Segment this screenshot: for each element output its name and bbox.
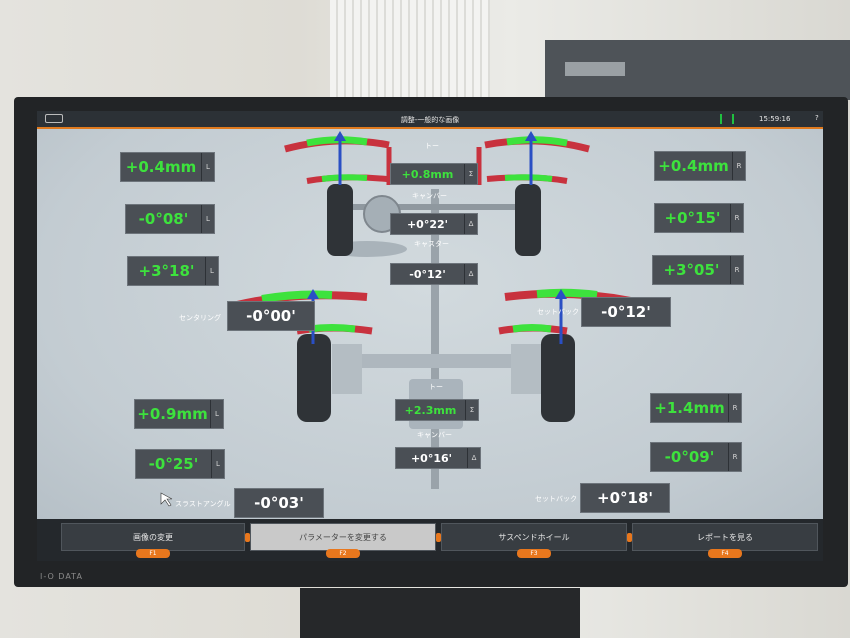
- separator: [436, 533, 441, 542]
- front-left-wheel: [327, 184, 353, 256]
- gauge-fr-toe-good: [506, 136, 568, 147]
- rear-setback-value: +0°18': [580, 483, 670, 513]
- separator: [245, 533, 250, 542]
- gauge-rl-camber-good: [308, 324, 356, 333]
- f4-key-tag: F4: [708, 549, 742, 558]
- change-image-button[interactable]: 画像の変更 F1: [61, 523, 245, 558]
- f1-key-tag: F1: [136, 549, 170, 558]
- rear-setback-label: セットバック: [535, 495, 577, 503]
- rear-left-suspension: [332, 344, 362, 394]
- rear-total-toe: +2.3mm Σ: [395, 399, 479, 421]
- rear-toe-label: トー: [429, 383, 443, 391]
- gauge-rr-camber-good: [512, 324, 552, 333]
- rear-right-wheel: [541, 334, 575, 422]
- app-logo-icon: [45, 114, 63, 123]
- centering-value: -0°00': [227, 301, 315, 331]
- front-axle: [337, 204, 537, 210]
- front-right-wheel: [515, 184, 541, 256]
- window-blind: [330, 0, 490, 100]
- front-toe-label: トー: [425, 142, 439, 150]
- centering-label: センタリング: [179, 314, 221, 322]
- suspend-wheel-button[interactable]: サスペンドホイール F3: [441, 523, 627, 558]
- view-report-button[interactable]: レポートを見る F4: [632, 523, 818, 558]
- rear-left-camber: -0°25' L: [135, 449, 225, 479]
- front-setback-value: -0°12': [581, 297, 671, 327]
- rear-right-camber: -0°09' R: [650, 442, 742, 472]
- rear-right-suspension: [511, 344, 541, 394]
- arrow-rl-head: [307, 289, 319, 299]
- chassis-diagram: [160, 131, 632, 507]
- gauge-rl-toe-good: [261, 290, 333, 303]
- front-caster-diff: -0°12' Δ: [390, 263, 478, 285]
- front-camber-diff: +0°22' Δ: [390, 213, 478, 235]
- gauge-rr-toe-good: [536, 288, 598, 299]
- front-caster-label: キャスター: [414, 240, 449, 248]
- alignment-app-screen: 調整-一般的な画像 15:59:16 ?: [37, 111, 823, 561]
- thrust-angle-label: スラストアングル: [175, 500, 231, 508]
- front-left-camber: -0°08' L: [125, 204, 215, 234]
- rear-left-toe: +0.9mm L: [134, 399, 224, 429]
- arrow-fr-head: [525, 131, 537, 141]
- help-button[interactable]: ?: [815, 114, 819, 122]
- clock: 15:59:16: [759, 115, 791, 123]
- lift-status-icon: [720, 114, 734, 124]
- function-key-bar: 画像の変更 F1 パラメーターを変更する F2 サスペンドホイール F3 レポー…: [37, 519, 823, 561]
- front-left-caster: +3°18' L: [127, 256, 219, 286]
- monitor-stand: [300, 588, 580, 638]
- wall-equipment: [545, 40, 850, 100]
- front-right-camber: +0°15' R: [654, 203, 744, 233]
- rear-camber-label: キャンバー: [417, 431, 452, 439]
- f2-key-tag: F2: [326, 549, 360, 558]
- front-camber-label: キャンバー: [412, 192, 447, 200]
- front-right-caster: +3°05' R: [652, 255, 744, 285]
- gauge-fl-camber-good: [321, 174, 368, 182]
- rear-right-toe: +1.4mm R: [650, 393, 742, 423]
- front-setback-label: セットバック: [537, 308, 579, 316]
- arrow-fl-head: [334, 131, 346, 141]
- f3-key-tag: F3: [517, 549, 551, 558]
- front-total-toe: +0.8mm Σ: [390, 163, 478, 185]
- rear-left-wheel: [297, 334, 331, 422]
- front-left-toe: +0.4mm L: [120, 152, 215, 182]
- thrust-angle-value: -0°03': [234, 488, 324, 518]
- front-right-toe: +0.4mm R: [654, 151, 746, 181]
- gauge-fr-camber-good: [504, 174, 553, 182]
- monitor-brand: I-O DATA: [40, 572, 83, 581]
- arrow-rr-head: [555, 289, 567, 299]
- title-bar: 調整-一般的な画像 15:59:16 ?: [37, 111, 823, 127]
- frame-rail: [431, 189, 439, 489]
- alignment-view: +0.4mm L -0°08' L +3°18' L +0.4mm R +0°1…: [37, 129, 823, 519]
- cursor-icon: [160, 492, 173, 507]
- rear-axle: [357, 354, 527, 368]
- separator: [627, 533, 632, 542]
- rear-camber-diff: +0°16' Δ: [395, 447, 481, 469]
- title-divider: [37, 127, 823, 129]
- change-parameters-button[interactable]: パラメーターを変更する F2: [250, 523, 436, 558]
- window-title: 調整-一般的な画像: [400, 116, 460, 124]
